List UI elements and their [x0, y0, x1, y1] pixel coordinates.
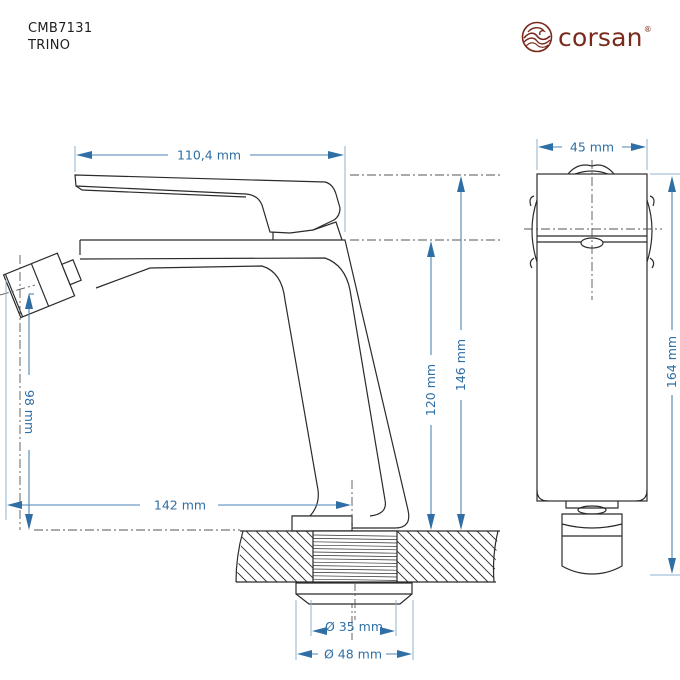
dimension-label: Ø 35 mm — [325, 619, 383, 634]
dimension-label: 120 mm — [423, 364, 438, 416]
thread-line — [312, 558, 398, 561]
aerator — [2, 252, 82, 319]
hatch-line — [295, 531, 313, 582]
hatch-line — [245, 531, 298, 582]
thread-line — [312, 568, 398, 571]
hatch-line — [236, 531, 248, 582]
dimension-handle-length: 110,4 mm — [74, 146, 346, 232]
dimension-label: 110,4 mm — [177, 148, 241, 163]
hatch-line — [486, 531, 498, 582]
dimension-body-width: 45 mm — [536, 139, 648, 170]
dimension-label: Ø 48 mm — [324, 647, 382, 662]
thread-line — [312, 565, 398, 568]
lever-handle — [74, 174, 341, 234]
thread-line — [312, 561, 398, 564]
thread-line — [312, 538, 398, 540]
thread-line — [312, 555, 398, 557]
thread-line — [312, 572, 398, 574]
dimension-spout-reach: 142 mm — [5, 280, 351, 520]
hatch-line — [397, 531, 419, 582]
dimension-label: 142 mm — [154, 498, 206, 513]
thread-line — [312, 575, 398, 578]
hatch-line — [176, 531, 227, 582]
dimension-label: 164 mm — [664, 336, 679, 388]
dimension-label: 45 mm — [570, 140, 614, 155]
hatch-line — [397, 531, 409, 582]
hatch-line — [456, 531, 498, 582]
thread-line — [312, 551, 398, 554]
hatch-line — [236, 531, 268, 582]
faucet-body — [80, 239, 410, 529]
thread-line — [312, 548, 398, 551]
hatch-line — [265, 531, 313, 582]
hatch-line — [476, 531, 498, 582]
hatch-line — [446, 531, 498, 582]
hatch-line — [285, 531, 313, 582]
dimension-spout-height: 98 mm — [22, 293, 37, 530]
hatch-line — [436, 531, 489, 582]
thread-line — [312, 541, 398, 544]
hatch-line — [406, 531, 459, 582]
dimension-base-diameter: Ø 48 mm — [295, 600, 414, 662]
product-header: CMB7131 TRINO — [28, 20, 92, 54]
hatch-line — [236, 531, 288, 582]
hatch-line — [507, 531, 558, 582]
brand-name: corsan — [558, 22, 643, 52]
hatch-line — [397, 531, 439, 582]
model-code: CMB7131 — [28, 21, 93, 36]
model-name: TRINO — [28, 38, 71, 53]
hatch-line — [236, 531, 258, 582]
hatch-line — [426, 531, 479, 582]
hatch-line — [236, 531, 278, 582]
wave-circle-icon — [521, 21, 553, 53]
base-plate — [291, 515, 353, 532]
registered-mark: ® — [643, 24, 652, 34]
hatch-line — [275, 531, 313, 582]
hatch-line — [255, 531, 308, 582]
countertop-section — [176, 530, 558, 620]
thread-line — [312, 534, 398, 537]
dimension-thread-diameter: Ø 35 mm — [310, 600, 397, 636]
hatch-line — [496, 531, 498, 582]
hatch-line — [416, 531, 469, 582]
dimension-inlet-height: 120 mm — [423, 241, 438, 530]
front-view — [524, 160, 662, 575]
hatch-line — [236, 531, 238, 582]
dimension-total-height-side: 146 mm — [453, 176, 468, 530]
front-nut — [561, 513, 623, 575]
hatch-line — [397, 531, 449, 582]
dimension-label: 98 mm — [22, 390, 37, 434]
brand-logo: corsan ® — [520, 20, 652, 54]
dimension-total-height-front: 164 mm — [650, 173, 680, 576]
dimension-label: 146 mm — [453, 339, 468, 391]
thread-line — [312, 544, 398, 547]
hatch-line — [397, 531, 429, 582]
thread-line — [312, 578, 398, 581]
hatch-line — [466, 531, 498, 582]
